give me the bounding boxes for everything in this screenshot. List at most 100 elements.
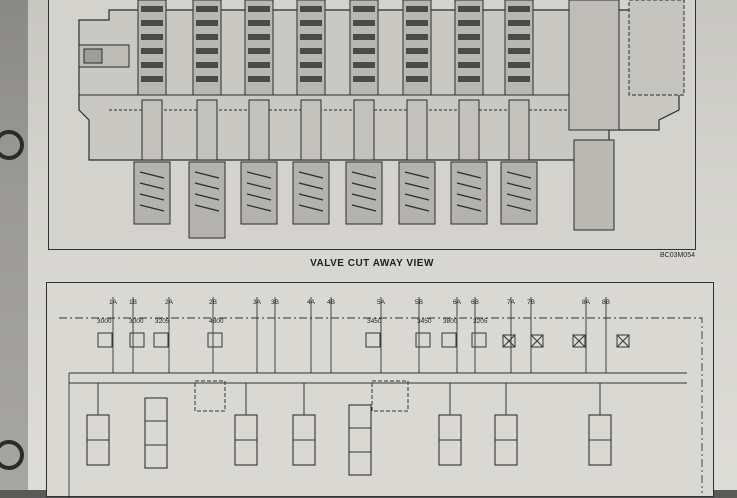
spool-stem (458, 99, 480, 161)
relief-pressure: 3800 (443, 318, 458, 325)
spool-land (300, 76, 322, 82)
spool-land (458, 76, 480, 82)
relief-valve-symbol (471, 332, 487, 348)
spring-coil (139, 182, 165, 190)
relief-valve-symbol (207, 332, 223, 348)
port-label: 3A (253, 299, 261, 306)
port-label: 1B (129, 299, 137, 306)
spring-coil (456, 193, 482, 201)
spring-coil (194, 171, 220, 179)
port-label: 7A (507, 299, 515, 306)
check-valve-symbol (530, 334, 544, 348)
check-valve-cross (530, 334, 544, 348)
spring-coil (404, 204, 430, 212)
spool-land (406, 20, 428, 26)
valve-cutaway-drawing (78, 0, 685, 239)
spool-land (508, 62, 530, 68)
spring-coil (351, 204, 377, 212)
spring-cap (398, 161, 436, 225)
spool-land (141, 34, 163, 40)
spool-stem (508, 99, 530, 161)
spring-coil (506, 204, 532, 212)
spring-coil (194, 204, 220, 212)
spring-coil (139, 171, 165, 179)
port-label: 4B (327, 299, 335, 306)
spring-cap (345, 161, 383, 225)
spool-land (508, 20, 530, 26)
spool-land (406, 6, 428, 12)
spool-land (406, 62, 428, 68)
spool-stem (141, 99, 163, 161)
spool-land (196, 62, 218, 68)
spring-coil (506, 182, 532, 190)
spring-coil (139, 193, 165, 201)
binder-ring-bottom (0, 440, 24, 470)
spring-coil (404, 171, 430, 179)
check-valve-symbol (572, 334, 586, 348)
spool-land (458, 48, 480, 54)
spring-coil (456, 182, 482, 190)
hydraulic-schematic: 1A 1B 2A 2B 3A 3B 4A 4B 5A 5B 6A 6B 7A 7… (46, 282, 714, 498)
schematic-lines (59, 297, 703, 498)
spring-coil (456, 171, 482, 179)
port-label: 4A (307, 299, 315, 306)
spring-coil (506, 193, 532, 201)
spool-land (300, 62, 322, 68)
port-label: 5B (415, 299, 423, 306)
relief-valve-symbol (129, 332, 145, 348)
spring-coil (194, 193, 220, 201)
spring-coil (404, 193, 430, 201)
relief-pressure: 3450 (367, 318, 382, 325)
port-label: 8A (582, 299, 590, 306)
spool-land (141, 62, 163, 68)
relief-valve-symbol (415, 332, 431, 348)
spring-cap (500, 161, 538, 225)
spring-coil (456, 204, 482, 212)
spool-land (300, 48, 322, 54)
binder-ring-top (0, 130, 24, 160)
spool-land (141, 6, 163, 12)
relief-pressure: 3205 (473, 318, 488, 325)
spring-coil (298, 204, 324, 212)
spring-cap (450, 161, 488, 225)
relief-valve-symbol (441, 332, 457, 348)
spool-land (353, 6, 375, 12)
spool-land (248, 34, 270, 40)
spool-land (196, 48, 218, 54)
spool-land (300, 34, 322, 40)
spring-coil (194, 182, 220, 190)
spool-land (248, 62, 270, 68)
spool-land (248, 48, 270, 54)
spool-land (248, 20, 270, 26)
spool-land (508, 34, 530, 40)
spring-cap (292, 161, 330, 225)
spool-land (406, 34, 428, 40)
port-label: 6A (453, 299, 461, 306)
spring-coil (298, 182, 324, 190)
check-valve-cross (616, 334, 630, 348)
port-label: 6B (471, 299, 479, 306)
figure-caption: VALVE CUT AWAY VIEW (310, 258, 434, 269)
spring-coil (246, 171, 272, 179)
spool-land (353, 48, 375, 54)
spool-land (406, 76, 428, 82)
relief-pressure: 3000 (97, 318, 112, 325)
spring-coil (298, 193, 324, 201)
spool-land (196, 6, 218, 12)
relief-valve-symbol (97, 332, 113, 348)
check-valve-symbol (616, 334, 630, 348)
relief-valve-symbol (365, 332, 381, 348)
spool-land (508, 48, 530, 54)
spool-land (458, 62, 480, 68)
check-valve-cross (502, 334, 516, 348)
spool-land (353, 62, 375, 68)
spool-land (458, 34, 480, 40)
spool-land (196, 20, 218, 26)
spool-stem (248, 99, 270, 161)
spool-land (196, 76, 218, 82)
spool-land (300, 20, 322, 26)
spool-stem (196, 99, 218, 161)
spool-stem (406, 99, 428, 161)
spring-coil (298, 171, 324, 179)
port-label: 8B (602, 299, 610, 306)
